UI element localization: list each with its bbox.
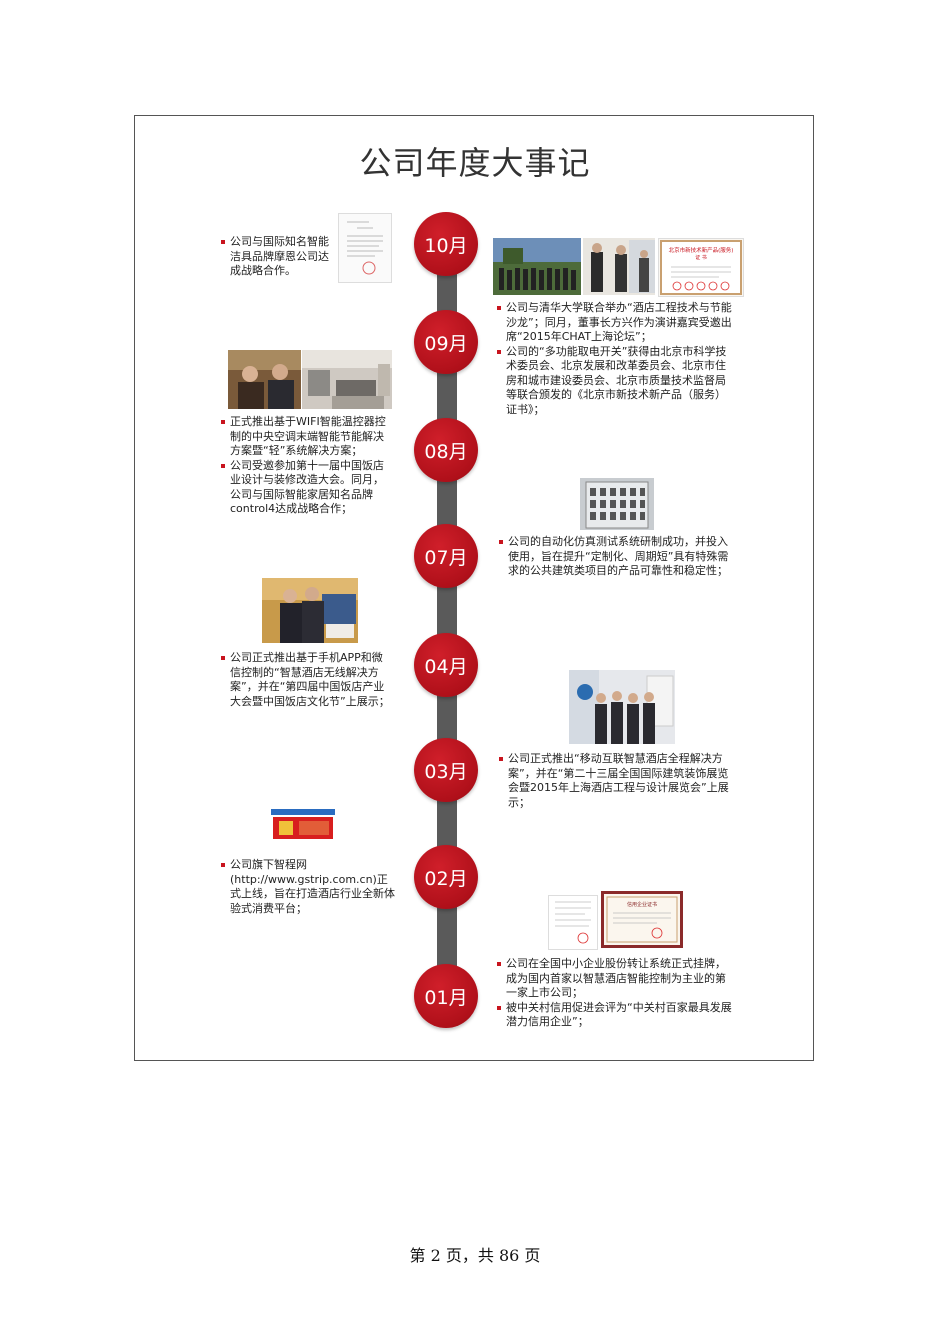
chat-forum-photo — [583, 238, 655, 295]
svg-text:北京市新技术新产品(服务): 北京市新技术新产品(服务) — [669, 246, 734, 254]
event-oct: 公司与国际知名智能洁具品牌摩恩公司达成战略合作。 — [221, 235, 331, 279]
event-text: 公司受邀参加第十一届中国饭店业设计与装修改造大会。同月，公司与国际智能家居知名品… — [221, 459, 393, 517]
website-banner-image — [271, 809, 335, 841]
expo-demo-photo — [262, 578, 358, 643]
salon-group-photo — [493, 238, 581, 295]
new-tech-certificate-image: 北京市新技术新产品(服务) 证 书 — [658, 238, 744, 297]
event-jul: 公司的自动化仿真测试系统研制成功，并投入使用，旨在提升“定制化、周期短”具有特殊… — [499, 535, 735, 579]
event-text: 公司正式推出“移动互联智慧酒店全程解决方案”，并在“第二十三届全国国际建筑装饰展… — [499, 752, 735, 810]
event-text: 公司与国际知名智能洁具品牌摩恩公司达成战略合作。 — [221, 235, 331, 279]
event-text: 公司的自动化仿真测试系统研制成功，并投入使用，旨在提升“定制化、周期短”具有特殊… — [499, 535, 735, 579]
month-node-jul: 07月 — [414, 524, 478, 588]
page-footer: 第 2 页，共 86 页 — [409, 1246, 541, 1265]
event-text: 公司与清华大学联合举办“酒店工程技术与节能沙龙”；同月，董事长方兴作为演讲嘉宾受… — [497, 301, 735, 345]
page-title: 公司年度大事记 — [359, 144, 591, 182]
credit-certificate-image: 信用企业证书 — [601, 891, 683, 948]
svg-text:信用企业证书: 信用企业证书 — [627, 901, 657, 908]
event-sep: 公司与清华大学联合举办“酒店工程技术与节能沙龙”；同月，董事长方兴作为演讲嘉宾受… — [497, 301, 735, 417]
listing-document-image — [548, 895, 598, 950]
event-text: 被中关村信用促进会评为“中关村百家最具发展潜力信用企业”； — [497, 1001, 735, 1030]
month-node-mar: 03月 — [414, 738, 478, 802]
test-rack-photo — [580, 478, 654, 530]
meeting-photo — [228, 350, 301, 409]
event-text: 正式推出基于WIFI智能温控器控制的中央空调末端智能节能解决方案暨“轻”系统解决… — [221, 415, 393, 459]
month-node-apr: 04月 — [414, 633, 478, 697]
month-node-aug: 08月 — [414, 418, 478, 482]
letter-image — [338, 213, 392, 283]
event-feb: 公司旗下智程网(http://www.gstrip.com.cn)正式上线，旨在… — [221, 858, 395, 916]
event-text: 公司在全国中小企业股份转让系统正式挂牌，成为国内首家以智慧酒店智能控制为主业的第… — [497, 957, 735, 1001]
month-node-oct: 10月 — [414, 212, 478, 276]
event-aug: 正式推出基于WIFI智能温控器控制的中央空调末端智能节能解决方案暨“轻”系统解决… — [221, 415, 393, 517]
event-text: 公司正式推出基于手机APP和微信控制的“智慧酒店无线解决方案”，并在“第四届中国… — [221, 651, 393, 709]
svg-text:证 书: 证 书 — [695, 254, 707, 261]
event-text: 公司旗下智程网(http://www.gstrip.com.cn)正式上线，旨在… — [221, 858, 395, 916]
event-text: 公司的“多功能取电开关”获得由北京市科学技术委员会、北京发展和改革委员会、北京市… — [497, 345, 735, 418]
exhibition-booth-photo — [569, 670, 675, 744]
event-jan: 公司在全国中小企业股份转让系统正式挂牌，成为国内首家以智慧酒店智能控制为主业的第… — [497, 957, 735, 1030]
hotel-room-photo — [302, 350, 392, 409]
event-apr: 公司正式推出基于手机APP和微信控制的“智慧酒店无线解决方案”，并在“第四届中国… — [221, 651, 393, 709]
month-node-feb: 02月 — [414, 845, 478, 909]
month-node-jan: 01月 — [414, 964, 478, 1028]
month-node-sep: 09月 — [414, 310, 478, 374]
event-mar: 公司正式推出“移动互联智慧酒店全程解决方案”，并在“第二十三届全国国际建筑装饰展… — [499, 752, 735, 810]
